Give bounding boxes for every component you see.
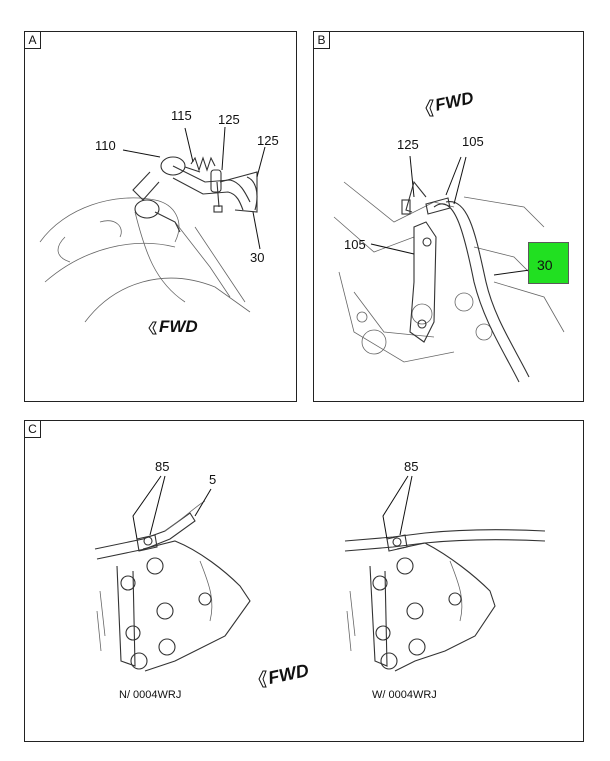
callout-125-clamp: 125 xyxy=(218,112,240,127)
callout-105-top: 105 xyxy=(462,134,484,149)
callout-30: 30 xyxy=(537,257,553,273)
panel-c: C xyxy=(24,420,584,742)
callout-85-left: 85 xyxy=(155,459,170,474)
caption-with-0004wrj: W/ 0004WRJ xyxy=(372,689,437,701)
panel-b-tag: B xyxy=(314,32,330,49)
callout-110: 110 xyxy=(95,138,116,153)
callout-30: 30 xyxy=(250,250,265,265)
panel-b: B 125 105 105 FWD xyxy=(313,31,584,402)
panel-a-tag: A xyxy=(25,32,41,49)
callout-30-highlight: 30 xyxy=(528,242,569,284)
panel-a-illustration xyxy=(39,126,266,335)
callout-5: 5 xyxy=(209,472,217,487)
callout-125-hose: 125 xyxy=(257,133,279,148)
panel-c-tag: C xyxy=(25,421,41,438)
callout-115: 115 xyxy=(171,108,192,123)
panel-a: A 110 115 125 12 xyxy=(24,31,297,402)
panel-b-illustration xyxy=(333,99,565,383)
callout-85-right: 85 xyxy=(404,459,419,474)
caption-without-0004wrj: N/ 0004WRJ xyxy=(119,689,182,701)
callout-105-left: 105 xyxy=(344,237,366,252)
callout-125: 125 xyxy=(397,137,419,152)
fwd-label: FWD xyxy=(159,317,198,336)
panel-c-illustration xyxy=(94,475,546,688)
